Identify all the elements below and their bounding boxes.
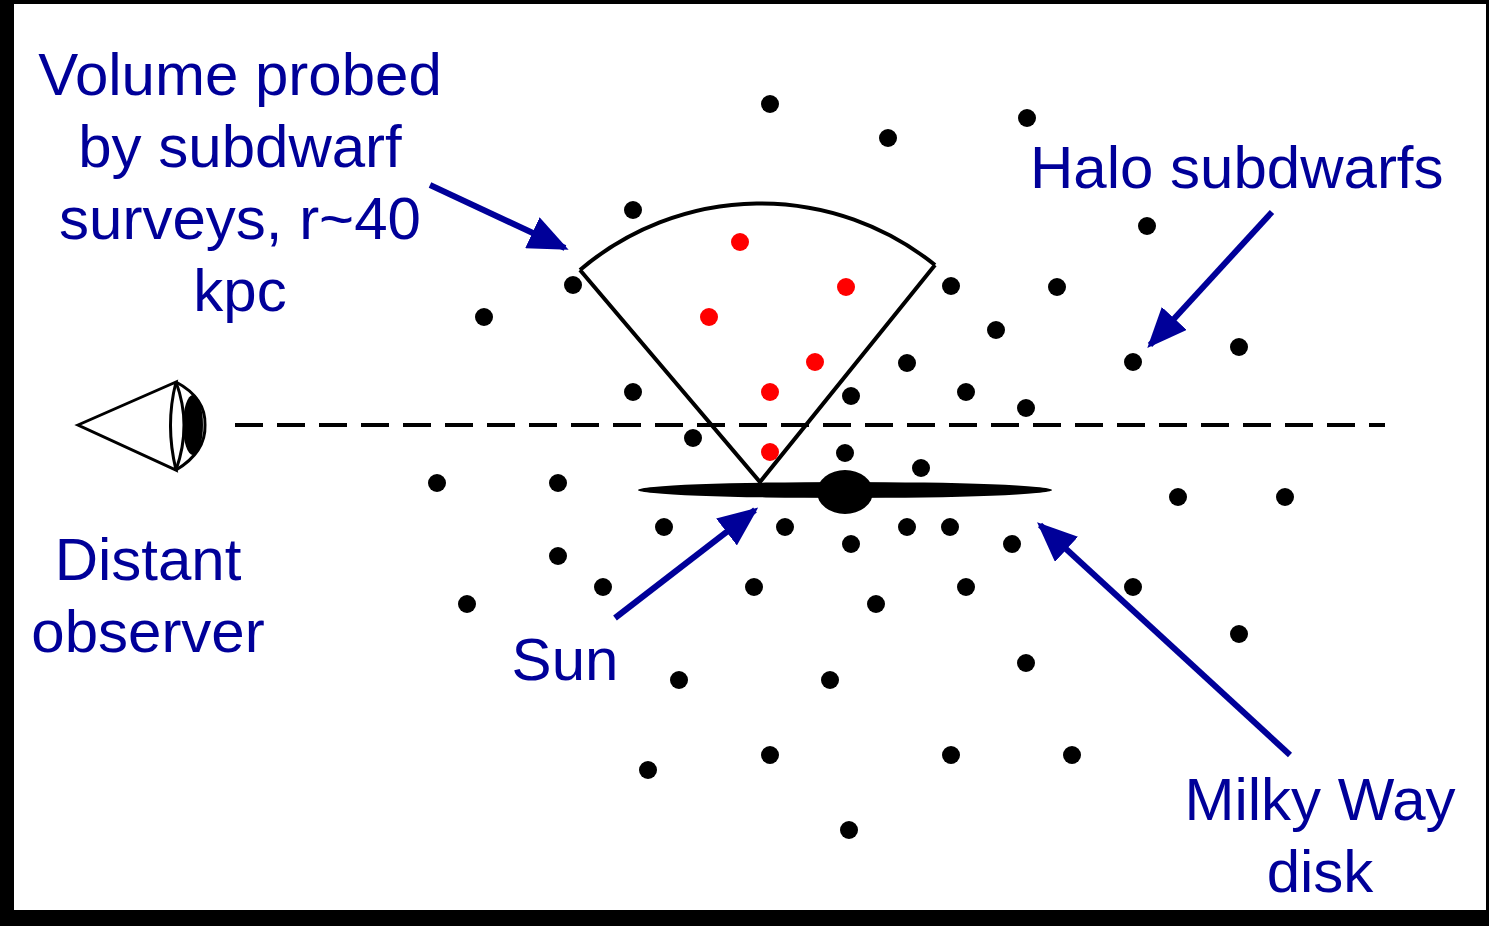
star-dot (1138, 217, 1156, 235)
star-dot (942, 277, 960, 295)
star-dot (867, 595, 885, 613)
star-dot (761, 95, 779, 113)
star-dot (821, 671, 839, 689)
star-dot (670, 671, 688, 689)
star-dot (776, 518, 794, 536)
star-dot (1124, 578, 1142, 596)
halo-label: Halo subdwarfs (1030, 132, 1482, 204)
survey-cone (580, 203, 935, 482)
star-dot (549, 547, 567, 565)
star-dot (761, 746, 779, 764)
star-dot (1063, 746, 1081, 764)
star-dot (549, 474, 567, 492)
star-dot (987, 321, 1005, 339)
star-dot (898, 354, 916, 372)
galaxy-disk (638, 470, 1052, 514)
star-dot (458, 595, 476, 613)
star-dot (1276, 488, 1294, 506)
star-dot (842, 387, 860, 405)
star-dot (1230, 338, 1248, 356)
star-dot (842, 535, 860, 553)
star-dot (731, 233, 749, 251)
star-dot (806, 353, 824, 371)
star-dot (837, 278, 855, 296)
star-dot (655, 518, 673, 536)
star-dot (1169, 488, 1187, 506)
star-dot (912, 459, 930, 477)
star-dot (594, 578, 612, 596)
star-dot (624, 201, 642, 219)
star-dot (475, 308, 493, 326)
line-of-sight (235, 423, 1385, 427)
callout-arrows (430, 185, 1290, 755)
star-dot (898, 518, 916, 536)
star-dot (1017, 654, 1035, 672)
star-dot (942, 746, 960, 764)
star-dot (639, 761, 657, 779)
star-dot (700, 308, 718, 326)
leader-arrow (615, 510, 755, 618)
star-dot (840, 821, 858, 839)
eye-symbol (78, 382, 205, 470)
star-dot (957, 383, 975, 401)
leader-arrow (430, 185, 565, 248)
survey-volume-label: Volume probed by subdwarf surveys, r~40 … (10, 39, 470, 327)
halo-dots (428, 95, 1294, 839)
star-dot (879, 129, 897, 147)
star-dot (1018, 109, 1036, 127)
star-dot (1003, 535, 1021, 553)
star-dot (836, 444, 854, 462)
star-dot (941, 518, 959, 536)
star-dot (745, 578, 763, 596)
star-dot (1017, 399, 1035, 417)
star-dot (564, 276, 582, 294)
star-dot (624, 383, 642, 401)
leader-arrow (1150, 212, 1272, 345)
star-dot (1048, 278, 1066, 296)
star-dot (684, 429, 702, 447)
star-dot (1230, 625, 1248, 643)
observer-label: Distant observer (0, 524, 296, 668)
star-dot (1124, 353, 1142, 371)
star-dot (761, 383, 779, 401)
star-dot (428, 474, 446, 492)
star-dot (761, 443, 779, 461)
disk-label: Milky Way disk (1160, 764, 1480, 908)
star-dot (957, 578, 975, 596)
sun-label: Sun (490, 624, 640, 696)
leader-arrow (1040, 525, 1290, 755)
